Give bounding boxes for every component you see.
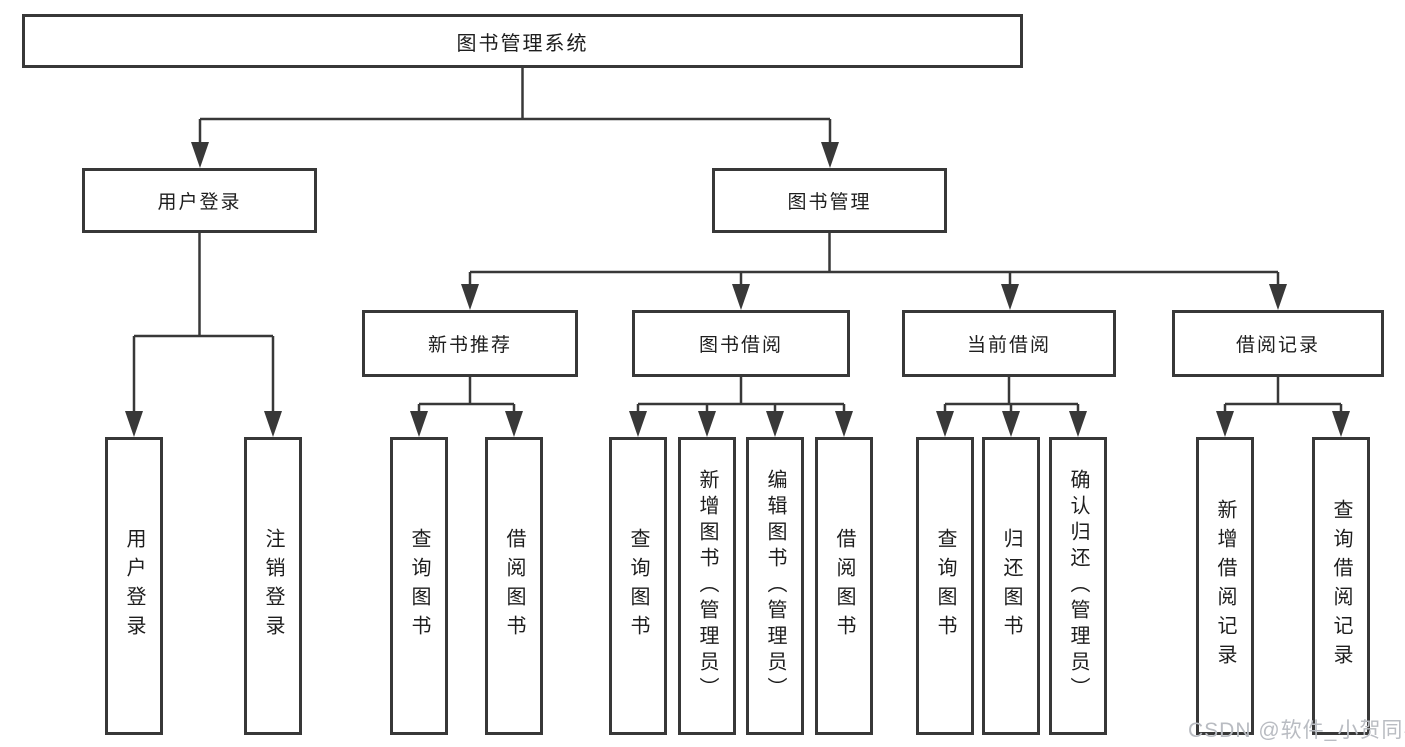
connector-userlogin-to-leaves <box>132 233 275 414</box>
arrowhead <box>1216 411 1234 437</box>
connector-borrow-to-leaves <box>636 376 846 414</box>
connector-current-to-leaves <box>943 376 1080 414</box>
connector-root-to-level2 <box>198 68 832 143</box>
leaf-user-login: 用户登录 <box>105 437 163 735</box>
arrowhead <box>410 411 428 437</box>
leaf-current-query-books: 查询图书 <box>916 437 974 735</box>
arrowhead <box>698 411 716 437</box>
arrowhead <box>766 411 784 437</box>
arrowhead <box>1069 411 1087 437</box>
connector-records-to-leaves <box>1223 377 1343 414</box>
node-book-management: 图书管理 <box>712 168 947 233</box>
leaf-recommend-query-books: 查询图书 <box>390 437 448 735</box>
leaf-records-add-record: 新增借阅记录 <box>1196 437 1254 735</box>
leaf-current-return-books: 归还图书 <box>982 437 1040 735</box>
arrowhead <box>835 411 853 437</box>
arrowhead <box>191 142 209 168</box>
arrowhead <box>125 411 143 437</box>
arrowhead <box>1269 284 1287 310</box>
leaf-logout: 注销登录 <box>244 437 302 735</box>
connector-recommend-to-leaves <box>417 377 516 414</box>
node-current-borrow: 当前借阅 <box>902 310 1116 377</box>
arrowhead <box>1001 284 1019 310</box>
node-library-management-system: 图书管理系统 <box>22 14 1023 68</box>
arrowhead <box>505 411 523 437</box>
leaf-borrow-edit-book-admin: 编辑图书（管理员） <box>746 437 804 735</box>
arrowhead <box>732 284 750 310</box>
leaf-recommend-borrow-books: 借阅图书 <box>485 437 543 735</box>
arrowhead <box>1332 411 1350 437</box>
arrowhead <box>629 411 647 437</box>
leaf-borrow-borrow-books: 借阅图书 <box>815 437 873 735</box>
leaf-borrow-add-book-admin: 新增图书（管理员） <box>678 437 736 735</box>
leaf-borrow-query-books: 查询图书 <box>609 437 667 735</box>
node-borrow-records: 借阅记录 <box>1172 310 1384 377</box>
node-new-book-recommend: 新书推荐 <box>362 310 578 377</box>
csdn-watermark: CSDN @软件_小贺同学 <box>1188 719 1405 742</box>
leaf-current-confirm-return-admin: 确认归还（管理员） <box>1049 437 1107 735</box>
leaf-records-query-record: 查询借阅记录 <box>1312 437 1370 735</box>
arrowhead <box>461 284 479 310</box>
arrowhead <box>821 142 839 168</box>
connector-bookmgmt-to-level3 <box>468 233 1280 286</box>
arrowhead <box>264 411 282 437</box>
arrowhead <box>936 411 954 437</box>
node-user-login: 用户登录 <box>82 168 317 233</box>
node-book-borrow: 图书借阅 <box>632 310 850 377</box>
arrowhead <box>1002 411 1020 437</box>
